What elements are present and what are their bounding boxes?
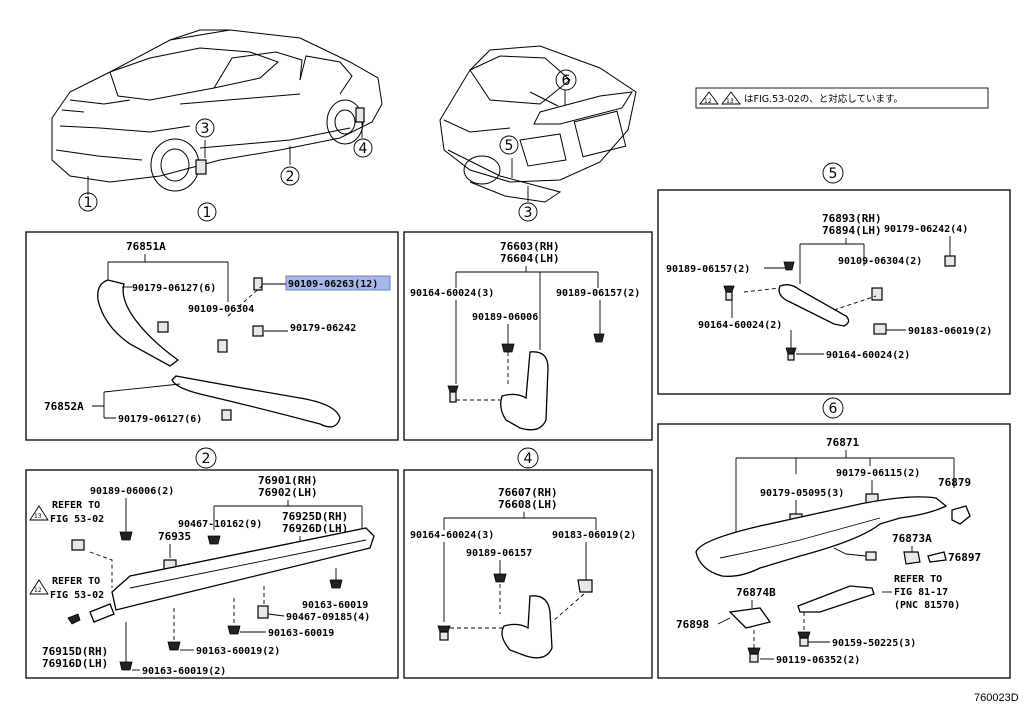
panel-6 — [657, 423, 1011, 679]
p3-l3: 90189-06006 — [472, 312, 538, 323]
p6-l9: 90119-06352(2) — [776, 655, 860, 666]
p2-l11: 76916D(LH) — [42, 657, 108, 670]
p2-lh: 76902(LH) — [258, 486, 318, 499]
callout-3-rear: 3 — [524, 205, 533, 221]
p4-l3: 90189-06157 — [466, 548, 532, 559]
callout-2: 2 — [286, 169, 295, 185]
p2-l8: 90163-60019 — [268, 628, 334, 639]
p2-ref13a: REFER TO — [52, 500, 100, 511]
callout-5: 5 — [505, 138, 514, 154]
p6-l8: 90159-50225(3) — [832, 638, 916, 649]
rear-side-spoiler — [778, 284, 850, 327]
p3-l1: 90164-60024(3) — [410, 288, 494, 299]
p1-main: 76851A — [126, 240, 166, 253]
p6-ref1: REFER TO — [894, 574, 942, 585]
p2-l10: 76915D(RH) — [42, 645, 108, 658]
p1-l5: 90179-06127(6) — [118, 414, 202, 425]
p5-l4: 90164-60024(2) — [698, 320, 782, 331]
p5-l1: 90179-06242(4) — [884, 224, 968, 235]
p1-l3: 90109-06263(12) — [288, 279, 378, 290]
p4-l2: 90183-06019(2) — [552, 530, 636, 541]
panel-5 — [657, 189, 1011, 395]
p6-l6: 76874B — [736, 586, 776, 599]
rear-car-illustration — [439, 45, 637, 203]
callout-4: 4 — [359, 141, 368, 157]
p2-l6: 90163-60019 — [302, 600, 368, 611]
p2-l3: 76925D(RH) — [282, 510, 348, 523]
p5-rh: 76893(RH) — [822, 212, 882, 225]
panel-3 — [403, 231, 653, 441]
p1-l1: 90179-06127(6) — [132, 283, 216, 294]
p3-rh: 76603(RH) — [500, 240, 560, 253]
p2-l2: 90467-10162(9) — [178, 519, 262, 530]
p1-sub: 76852A — [44, 400, 84, 413]
p3-l2: 90189-06157(2) — [556, 288, 640, 299]
p5-l3: 90109-06304(2) — [838, 256, 922, 267]
p1-l4: 90179-06242 — [290, 323, 356, 334]
note-tag-12: 12 — [704, 98, 712, 105]
p6-l1: 90179-06115(2) — [836, 468, 920, 479]
p2-ref12a: REFER TO — [52, 576, 100, 587]
front-mudguard — [500, 351, 549, 431]
p3-lh: 76604(LH) — [500, 252, 560, 265]
panel-6-title: 6 — [829, 401, 838, 417]
p2-rh: 76901(RH) — [258, 474, 318, 487]
panel-1 — [25, 231, 399, 441]
p5-l2: 90189-06157(2) — [666, 264, 750, 275]
p2-ref12b: FIG 53-02 — [50, 590, 104, 601]
note-tags: 12 13 — [699, 91, 741, 105]
p2-l12: 90163-60019(2) — [142, 666, 226, 677]
front-car-illustration — [51, 29, 383, 195]
rear-mudguard — [501, 595, 553, 659]
panel-4 — [403, 469, 653, 679]
panel-4-title: 4 — [524, 451, 533, 467]
note-box — [695, 87, 989, 109]
diagram-id: 760023D — [974, 692, 1019, 704]
p2-l4: 76926D(LH) — [282, 522, 348, 535]
rocker-moulding — [111, 527, 375, 611]
p6-l2: 90179-05095(3) — [760, 488, 844, 499]
p5-l5: 90183-06019(2) — [908, 326, 992, 337]
p6-l5: 76897 — [948, 551, 981, 564]
panel-2 — [25, 469, 399, 679]
p4-l1: 90164-60024(3) — [410, 530, 494, 541]
p4-lh: 76608(LH) — [498, 498, 558, 511]
p2-l5: 76935 — [158, 530, 191, 543]
callout-6: 6 — [562, 73, 571, 89]
p2-ref13b: FIG 53-02 — [50, 514, 104, 525]
p2-l7: 90467-09185(4) — [286, 612, 370, 623]
p4-rh: 76607(RH) — [498, 486, 558, 499]
callout-1-side: 1 — [203, 205, 212, 221]
stop-lamp-bracket — [797, 585, 875, 613]
p6-main: 76871 — [826, 436, 859, 449]
p1-highlight — [285, 275, 391, 291]
p2-tag-13: 13 — [34, 513, 42, 520]
note-text: はFIG.53-02の、と対応しています。 — [744, 93, 903, 105]
p2-tag-12: 12 — [34, 587, 42, 594]
p6-l4: 76873A — [892, 532, 932, 545]
p6-ref3: (PNC 81570) — [894, 600, 960, 611]
p6-l3: 76879 — [938, 476, 971, 489]
panel-2-title: 2 — [202, 451, 211, 467]
panel-5-title: 5 — [829, 166, 838, 182]
rear-spoiler — [695, 496, 948, 577]
front-spoiler-upper — [97, 279, 180, 367]
callout-1-front: 1 — [84, 195, 93, 211]
p5-l6: 90164-60024(2) — [826, 350, 910, 361]
callout-3-front: 3 — [201, 121, 210, 137]
p6-l7: 76898 — [676, 618, 709, 631]
front-spoiler-lower — [171, 375, 341, 428]
p5-lh: 76894(LH) — [822, 224, 882, 237]
p2-l1: 90189-06006(2) — [90, 486, 174, 497]
p2-l9: 90163-60019(2) — [196, 646, 280, 657]
p6-ref2: FIG 81-17 — [894, 587, 948, 598]
p1-l2: 90109-06304 — [188, 304, 254, 315]
note-tag-13: 13 — [726, 98, 734, 105]
